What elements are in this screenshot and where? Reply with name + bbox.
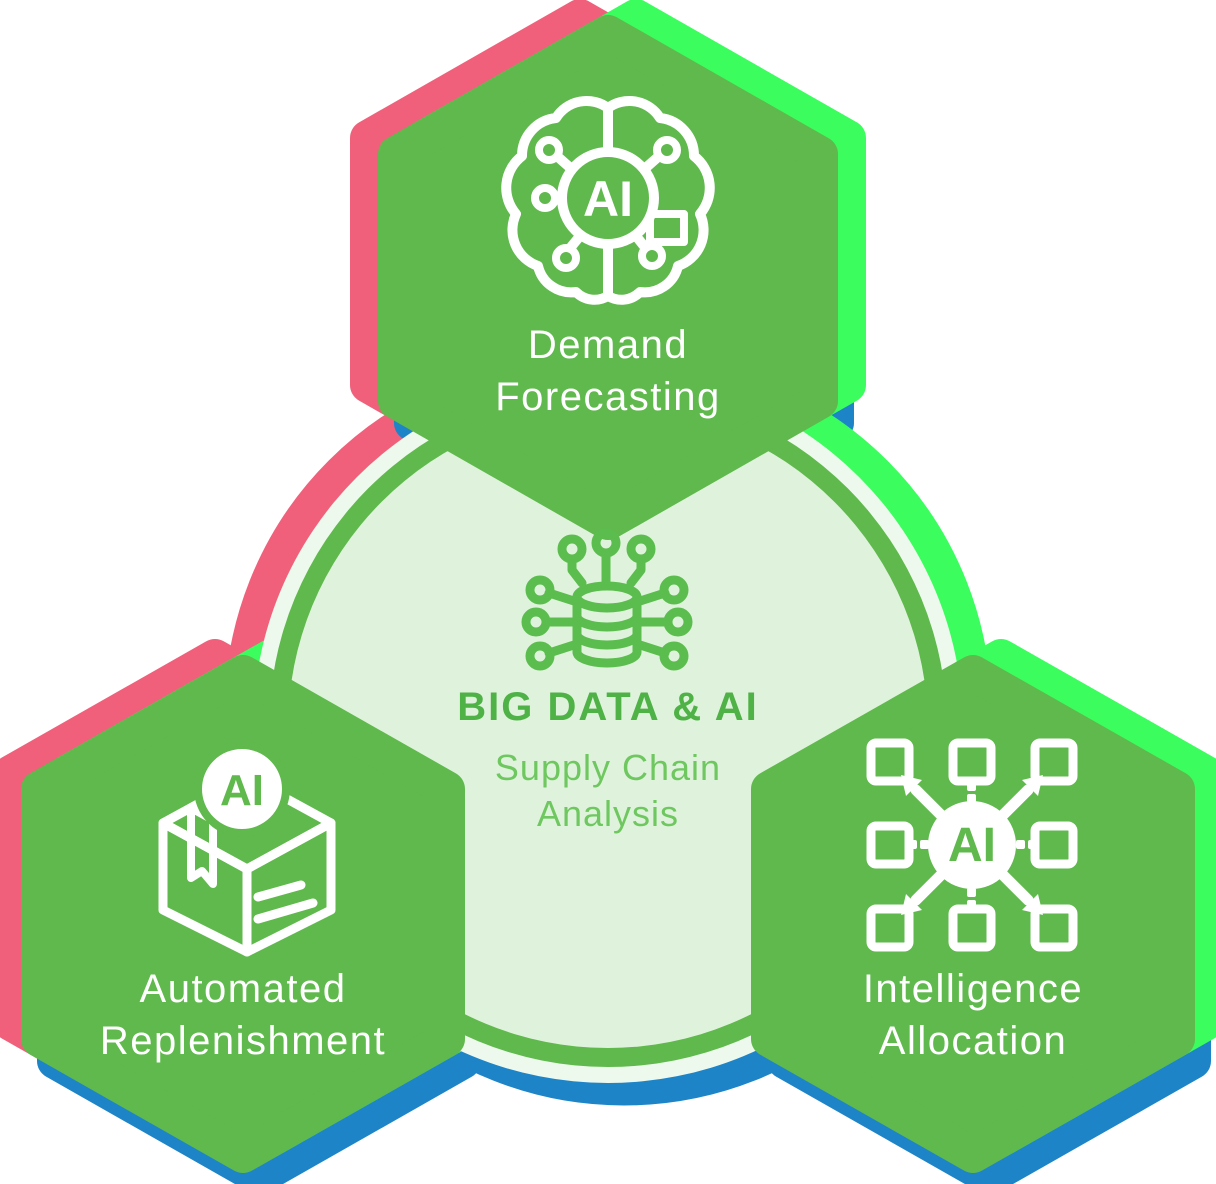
- bottom-right-label-line2: Allocation: [879, 1019, 1067, 1063]
- allocation-ai-badge-circle: [928, 801, 1016, 889]
- package-ai-badge-label: AI: [220, 766, 264, 815]
- allocation-ai-badge-label: AI: [948, 819, 996, 872]
- top-label-line1: Demand: [528, 323, 688, 367]
- big-data-database-icon: [521, 528, 693, 671]
- bottom-left-label-line1: Automated: [140, 967, 347, 1011]
- ai-allocation-icon: AI: [866, 738, 1078, 952]
- center-subheading-line1: Supply Chain: [495, 747, 721, 788]
- ai-package-icon: AI: [158, 741, 336, 957]
- top-label-line2: Forecasting: [495, 375, 720, 419]
- package-ai-badge-circle: [194, 741, 290, 837]
- center-heading: BIG DATA & AI: [457, 685, 759, 729]
- ai-brain-icon: AI: [501, 96, 715, 305]
- allocation-dotted-links: [908, 782, 1037, 909]
- allocation-arrowheads: [901, 775, 1043, 915]
- brain-ai-badge-label: AI: [583, 171, 633, 227]
- brain-ai-badge-circle: [557, 147, 659, 249]
- center-subheading-line2: Analysis: [537, 793, 679, 834]
- bottom-left-label-line2: Replenishment: [100, 1019, 386, 1063]
- bottom-right-label-line1: Intelligence: [863, 967, 1083, 1011]
